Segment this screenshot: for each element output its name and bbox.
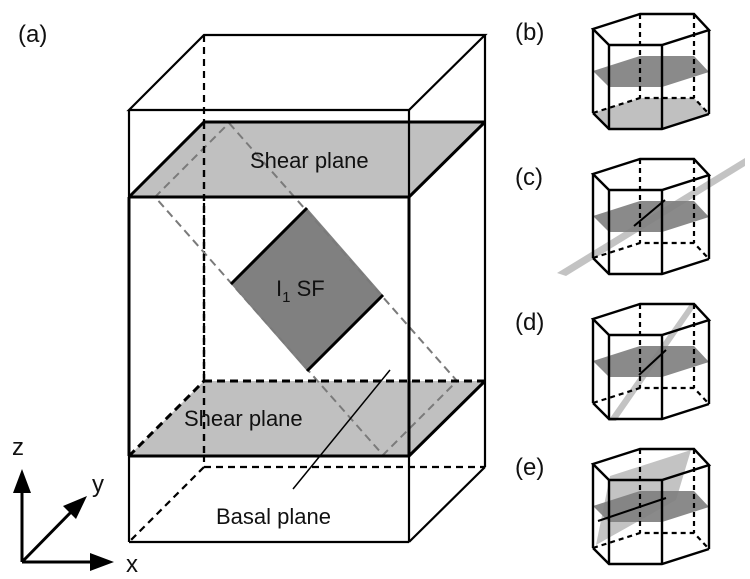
panel-d-label: (d) bbox=[515, 309, 544, 336]
z-axis-arrowhead bbox=[13, 469, 31, 493]
basal-plane bbox=[593, 491, 709, 522]
bottom-left-depth-edge bbox=[128, 466, 205, 543]
upper-shear-plane bbox=[129, 122, 485, 197]
visible-bottom-edges bbox=[592, 112, 710, 131]
stacking-fault-label: I1 SF bbox=[276, 276, 325, 306]
hidden-bottom-edges bbox=[592, 531, 710, 550]
bottom-right-depth-edge bbox=[408, 466, 486, 543]
lower-shear-plane-edges bbox=[127, 379, 487, 458]
panel-e-label: (e) bbox=[515, 454, 544, 481]
plane-intersection-line bbox=[633, 199, 666, 227]
top-face bbox=[590, 12, 712, 47]
visible-bottom-edges bbox=[592, 402, 710, 421]
upper-shear-plane-label: Shear plane bbox=[250, 148, 369, 173]
panel-c-label: (c) bbox=[515, 164, 543, 191]
stacking-fault-edge-top bbox=[229, 206, 309, 286]
panel-e: (e) bbox=[515, 447, 712, 566]
basal-plane bbox=[593, 56, 709, 87]
y-axis-label: y bbox=[92, 471, 104, 498]
panel-a: (a) bbox=[12, 21, 488, 578]
basal-plane bbox=[593, 346, 709, 377]
bottom-face-fill bbox=[593, 98, 709, 129]
y-axis-line bbox=[20, 505, 78, 564]
stacking-fault-edge-bottom bbox=[305, 293, 385, 373]
panel-b-label: (b) bbox=[515, 19, 544, 46]
y-axis-arrowhead bbox=[63, 496, 87, 519]
panel-d: (d) bbox=[515, 302, 712, 421]
stacking-fault-region bbox=[231, 208, 383, 371]
z-axis-label: z bbox=[12, 434, 24, 461]
hidden-bottom-edges bbox=[592, 386, 710, 405]
basal-plane bbox=[593, 201, 709, 232]
visible-bottom-edges bbox=[592, 257, 710, 276]
basal-plane-label: Basal plane bbox=[216, 504, 331, 529]
top-face bbox=[590, 157, 712, 192]
lower-shear-plane-label: Shear plane bbox=[184, 406, 303, 431]
box-top-face bbox=[126, 33, 488, 112]
panel-b: (b) bbox=[515, 12, 712, 131]
hidden-bottom-edges bbox=[592, 241, 710, 260]
x-axis-arrowhead bbox=[90, 553, 114, 571]
basal-plane-leader-line bbox=[292, 369, 391, 490]
panel-a-label: (a) bbox=[18, 21, 47, 48]
visible-bottom-edges bbox=[592, 547, 710, 566]
lower-shear-plane bbox=[129, 381, 485, 456]
x-axis-label: x bbox=[126, 551, 138, 578]
coordinate-axes bbox=[13, 469, 114, 571]
panel-c: (c) bbox=[515, 157, 745, 276]
hex-prism-panels: (b) (c) (d) (e) bbox=[515, 12, 745, 566]
upper-shear-plane-edges bbox=[127, 120, 487, 199]
hidden-bottom-edges bbox=[592, 96, 710, 115]
